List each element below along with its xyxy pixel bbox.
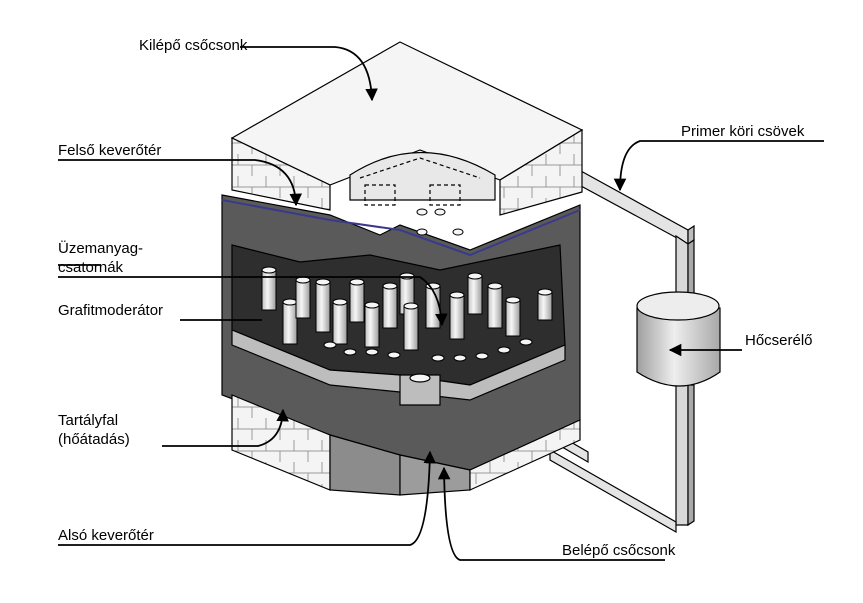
leader-lines [58,46,824,561]
primary-pipe-loop [549,163,695,534]
label-fuel-channels-line1: Üzemanyag- [58,240,144,257]
reactor-lower-block [231,394,581,496]
label-fuel-channels-line2: csatornák [58,259,124,276]
label-graphite-moderator: Grafitmoderátor [58,302,164,319]
label-outlet-nozzle: Kilépő csőcsonk [139,37,248,54]
fuel-channel-array [261,208,553,362]
label-vessel-wall-line1: Tartályfal [58,412,119,429]
label-lower-mixing-space: Alsó keverőtér [58,527,154,544]
label-heat-exchanger: Hőcserélő [745,332,813,349]
label-upper-mixing-space: Felső keverőtér [58,142,162,159]
label-inlet-nozzle: Belépő csőcsonk [562,542,676,559]
label-primary-pipes: Primer köri csövek [681,123,805,140]
label-vessel-wall-line2: (hőátadás) [58,431,130,448]
reactor-upper-block [230,41,584,216]
heat-exchanger-vessel [636,291,721,387]
